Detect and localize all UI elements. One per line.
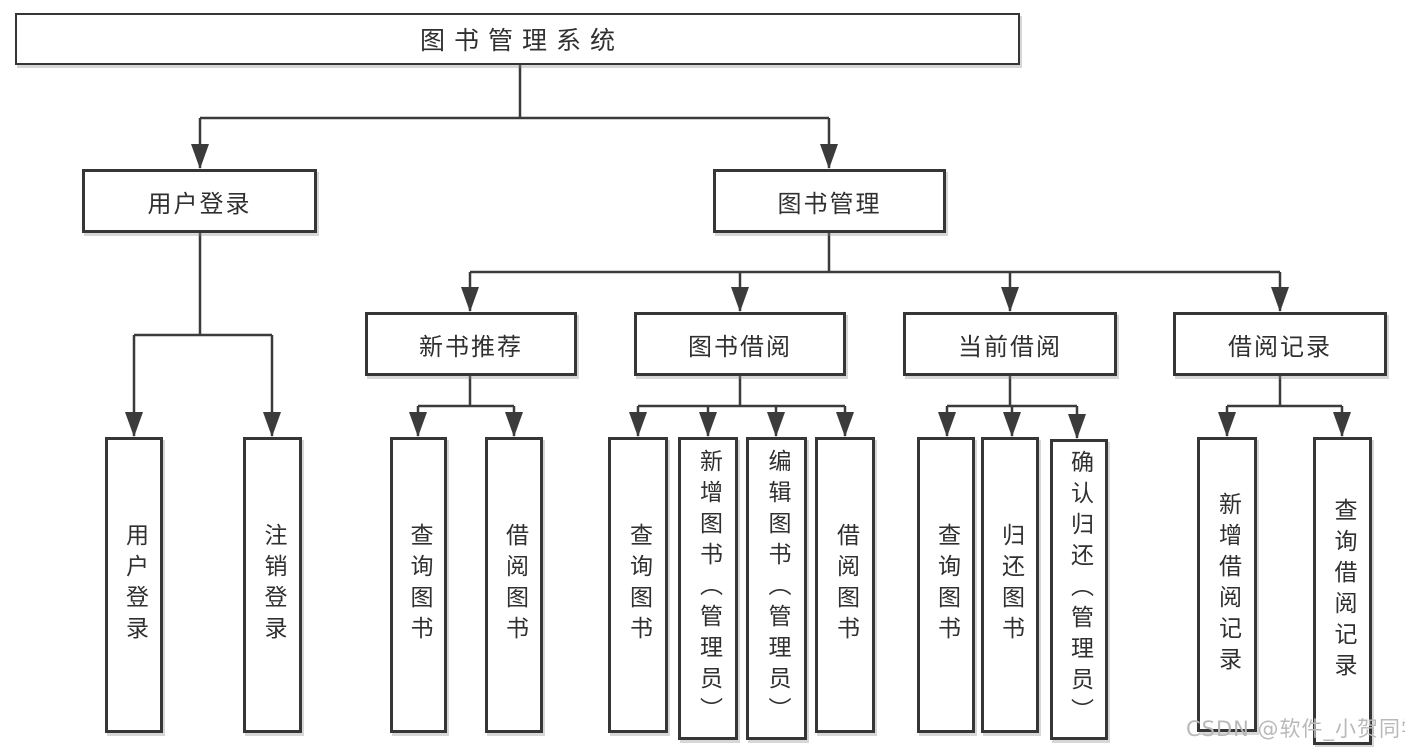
- connector-borrow-records-children: [1218, 375, 1351, 437]
- leaf-nbr-borrow-books: 借阅图书: [485, 437, 543, 733]
- leaf-user-login: 用户登录: [105, 437, 163, 733]
- leaf-nbr-query-books: 查询图书: [390, 437, 447, 733]
- connector-book-borrowing-children: [629, 375, 854, 437]
- leaf-bb-edit-books-admin: 编辑图书（管理员）: [746, 437, 807, 740]
- leaf-logout: 注销登录: [243, 437, 302, 733]
- leaf-br-add-record: 新增借阅记录: [1197, 437, 1257, 732]
- leaf-cb-return-books: 归还图书: [981, 437, 1039, 733]
- connector-book-management-children: [461, 232, 1289, 312]
- leaf-br-query-record: 查询借阅记录: [1313, 437, 1372, 745]
- connector-new-book-recommend-children: [409, 375, 523, 437]
- leaf-cb-confirm-return-admin: 确认归还（管理员）: [1050, 439, 1108, 740]
- node-new-book-recommend: 新书推荐: [365, 312, 577, 376]
- node-library-management-system: 图书管理系统: [15, 13, 1020, 65]
- connector-user-login-children: [125, 232, 281, 437]
- leaf-cb-query-books: 查询图书: [917, 437, 975, 733]
- leaf-bb-add-books-admin: 新增图书（管理员）: [678, 437, 738, 740]
- node-user-login: 用户登录: [82, 169, 317, 233]
- node-book-borrowing: 图书借阅: [634, 312, 846, 376]
- leaf-bb-query-books: 查询图书: [608, 437, 668, 733]
- connector-root-to-level1: [191, 65, 838, 169]
- csdn-watermark: CSDN @软件_小贺同学: [1186, 717, 1405, 741]
- leaf-bb-borrow-books: 借阅图书: [815, 437, 875, 733]
- node-current-borrowing: 当前借阅: [903, 312, 1117, 376]
- connector-current-borrowing-children: [938, 375, 1086, 439]
- node-book-management: 图书管理: [713, 169, 946, 233]
- node-borrow-records: 借阅记录: [1173, 312, 1387, 376]
